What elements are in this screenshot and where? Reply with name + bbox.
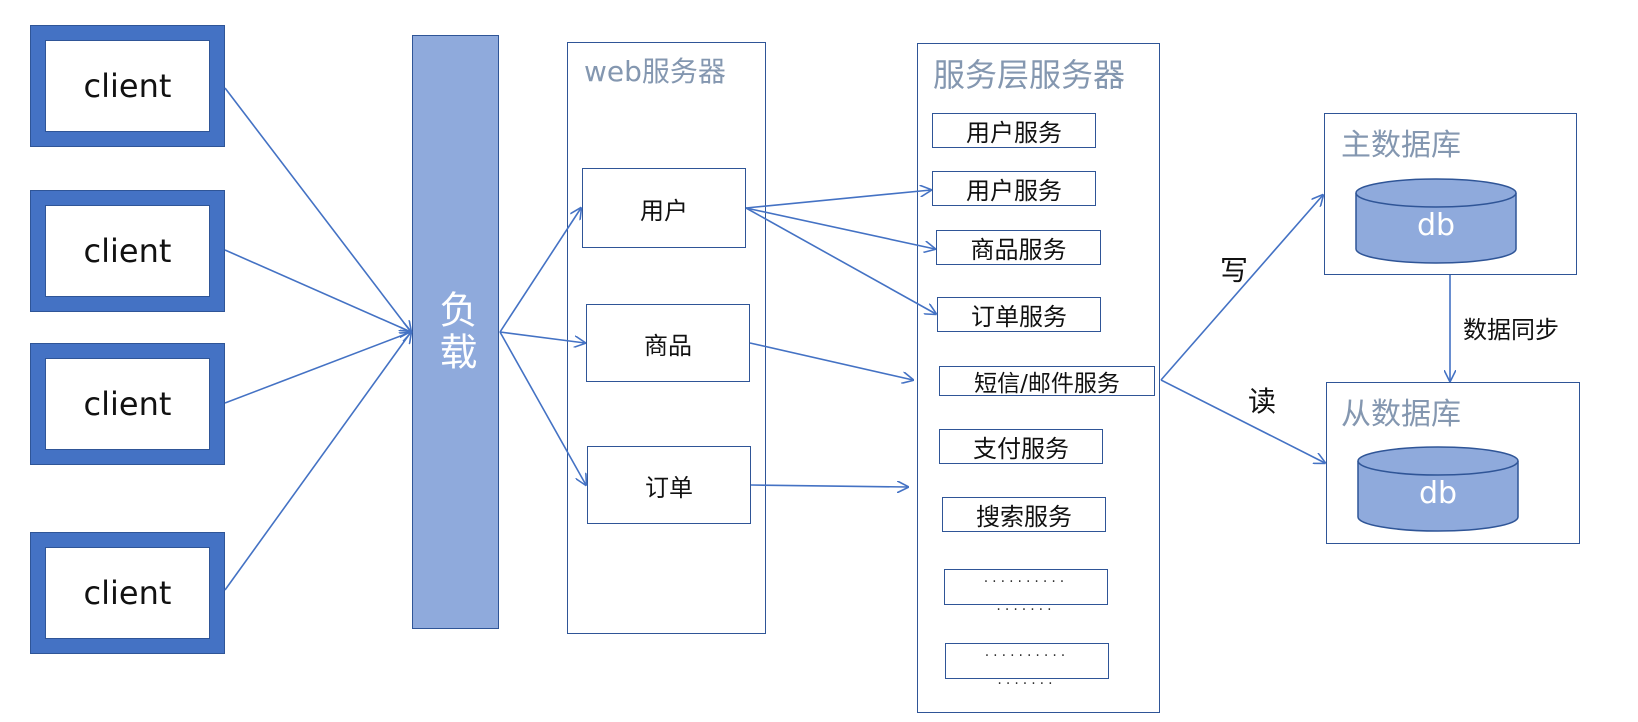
service-user-1: 用户服务	[932, 113, 1096, 148]
edge-order-service-frame	[750, 485, 908, 487]
edge-client2-load	[224, 249, 411, 332]
service-placeholder-2: ·········· ·······	[945, 643, 1109, 692]
slave-db-cylinder-icon	[1357, 446, 1519, 532]
edge-load-user	[499, 208, 581, 333]
service-sms-email: 短信/邮件服务	[939, 366, 1155, 397]
master-db-title: 主数据库	[1341, 128, 1461, 163]
placeholder-dots-row: ·······	[996, 602, 1056, 618]
master-db-cylinder-icon	[1355, 178, 1517, 264]
read-label: 读	[1248, 385, 1277, 418]
slave-db-label: db	[1418, 476, 1458, 511]
service-goods: 商品服务	[936, 230, 1101, 265]
client-label: client	[45, 40, 210, 132]
slave-db-title: 从数据库	[1341, 397, 1461, 432]
service-search: 搜索服务	[942, 497, 1106, 532]
client-node-1: client	[30, 25, 225, 147]
edge-write-master	[1160, 195, 1323, 381]
client-label: client	[45, 547, 210, 639]
web-module-goods: 商品	[586, 304, 750, 382]
edge-client3-load	[224, 332, 411, 404]
sync-label: 数据同步	[1463, 316, 1559, 344]
service-layer-frame	[917, 43, 1160, 713]
client-label: client	[45, 205, 210, 297]
edge-read-slave	[1160, 379, 1325, 463]
edge-user-order-service	[745, 207, 936, 314]
load-balancer: 负载	[412, 35, 499, 629]
edge-goods-sms-service	[749, 342, 913, 380]
write-label: 写	[1220, 254, 1249, 287]
edge-client1-load	[224, 87, 411, 332]
web-module-user: 用户	[582, 168, 746, 248]
placeholder-dots-row: ··········	[984, 648, 1070, 664]
service-payment: 支付服务	[939, 429, 1103, 464]
edge-load-goods	[499, 331, 585, 343]
web-server-title: web服务器	[584, 55, 726, 88]
service-order: 订单服务	[937, 297, 1101, 332]
edge-user-goods-service	[745, 207, 935, 249]
web-server-frame	[567, 42, 766, 634]
edge-load-order	[499, 331, 586, 485]
client-node-3: client	[30, 343, 225, 465]
service-user-2: 用户服务	[932, 171, 1096, 206]
load-balancer-label: 负载	[433, 290, 477, 374]
edge-user-service1	[745, 190, 931, 209]
placeholder-dots-row: ··········	[983, 574, 1069, 590]
client-node-2: client	[30, 190, 225, 312]
web-module-order: 订单	[587, 446, 751, 524]
client-label: client	[45, 358, 210, 450]
master-db-label: db	[1416, 208, 1456, 243]
service-layer-title: 服务层服务器	[933, 56, 1126, 94]
client-node-4: client	[30, 532, 225, 654]
edge-client4-load	[224, 332, 411, 591]
service-placeholder-1: ·········· ·······	[944, 569, 1108, 618]
placeholder-dots-row: ·······	[997, 676, 1057, 692]
